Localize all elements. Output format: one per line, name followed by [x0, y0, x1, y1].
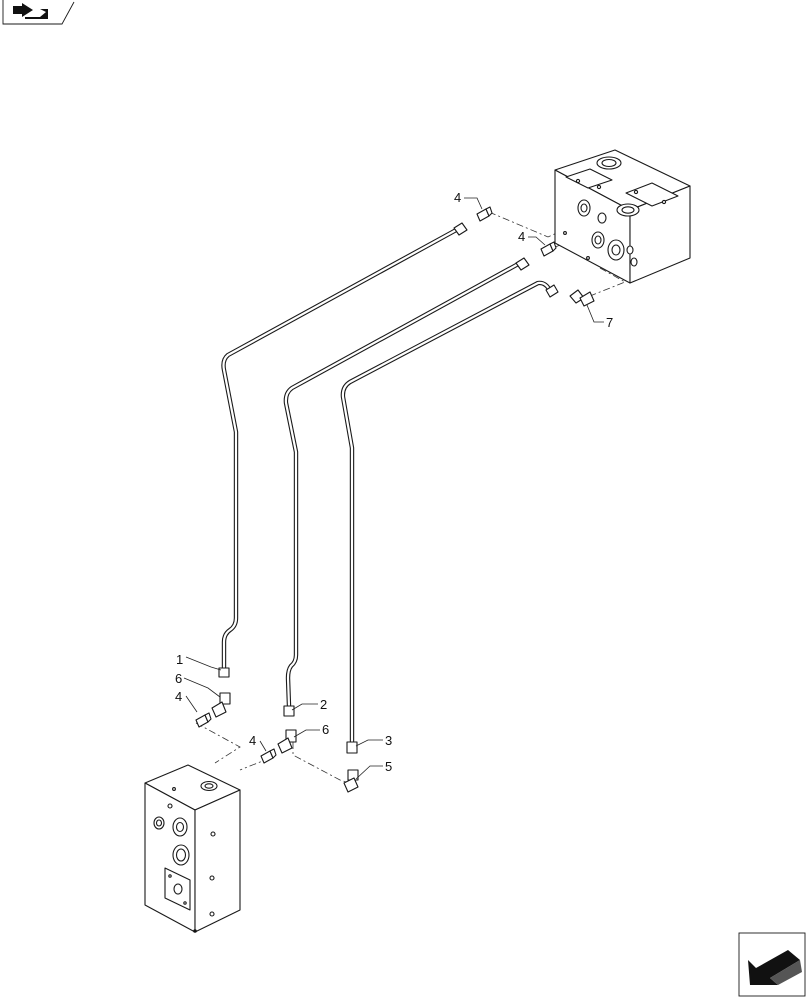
callout-4-lower-a: 4	[175, 689, 182, 704]
elbow-fitting	[211, 692, 297, 754]
callout-6-a: 6	[175, 671, 182, 686]
callout-1: 1	[176, 652, 183, 667]
callout-2: 2	[320, 697, 327, 712]
callout-5: 5	[385, 759, 392, 774]
callout-6-b: 6	[322, 722, 329, 737]
callout-3: 3	[385, 733, 392, 748]
callout-labels: 1 2 3 4 4 4 4 5 6 6 7	[175, 190, 613, 774]
navigation-arrow-icon[interactable]	[738, 932, 806, 997]
elbow-fitting-5	[343, 769, 359, 793]
callout-4-lower-b: 4	[249, 733, 256, 748]
callout-4-upper-a: 4	[454, 190, 461, 205]
callout-7: 7	[606, 315, 613, 330]
exploded-view-icon[interactable]	[2, 0, 75, 25]
callout-4-upper-b: 4	[518, 229, 525, 244]
pipe-nut	[218, 222, 559, 754]
elbow-fitting-7	[569, 289, 595, 307]
pipe-1	[221, 226, 461, 671]
leader-lines	[183, 197, 604, 780]
straight-adapter	[195, 206, 557, 764]
pipe-3	[340, 280, 553, 745]
upper-valve-block	[554, 149, 691, 284]
pipe-2	[283, 260, 523, 709]
centerlines	[195, 211, 626, 785]
lower-valve-block	[144, 764, 241, 933]
